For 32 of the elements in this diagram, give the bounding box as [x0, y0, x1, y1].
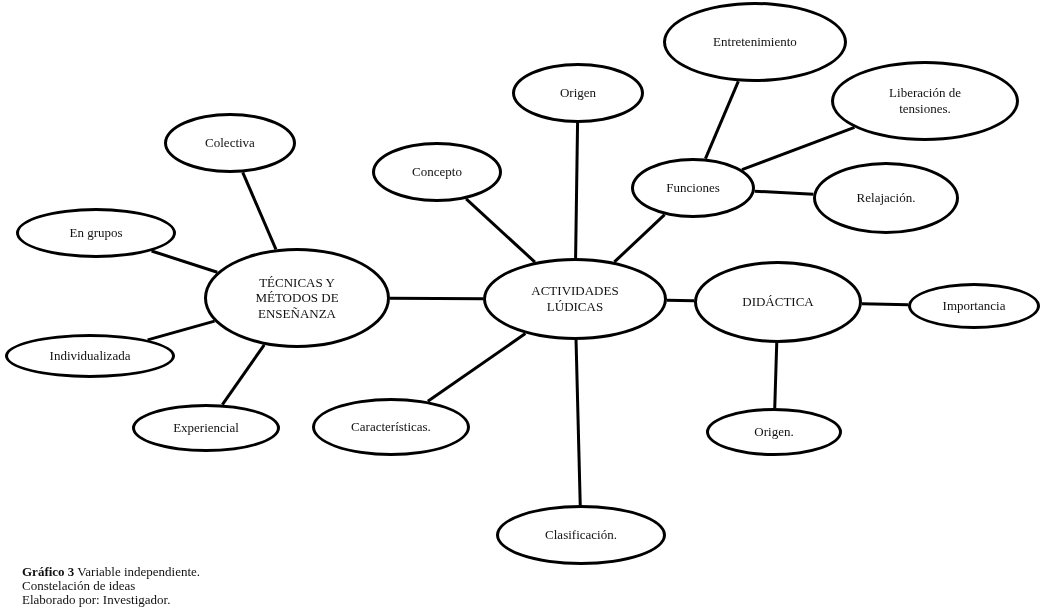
node-label: ACTIVIDADES LÚDICAS	[530, 283, 620, 315]
connector-line	[704, 80, 740, 160]
connector-line	[773, 342, 779, 409]
node-label: En grupos	[69, 225, 123, 241]
caption-note: Elaborado por: Investigador.	[22, 593, 171, 607]
connector-line	[241, 171, 278, 250]
node-label: Características.	[351, 419, 431, 435]
node-label: Origen	[559, 85, 597, 101]
caption-note: Constelación de ideas	[22, 579, 136, 593]
node-label: Importancia	[942, 298, 1006, 314]
node-label: Individualizada	[49, 348, 131, 364]
node-label: Concepto	[412, 164, 462, 180]
connector-line	[754, 189, 814, 196]
figure-caption: Gráfico 3 Variable independiente.	[22, 565, 201, 579]
connector-line	[147, 319, 215, 342]
node-label: Relajación.	[856, 190, 916, 206]
node-label: Entretenimiento	[713, 34, 797, 50]
node-label: Origen.	[754, 424, 794, 440]
connector-line	[574, 122, 580, 259]
connector-line	[741, 126, 855, 172]
connector-line	[666, 298, 695, 303]
node-label: Colectiva	[205, 135, 255, 151]
connector-line	[574, 339, 582, 506]
node-label: Clasificación.	[545, 527, 617, 543]
node-label: Experiencial	[173, 420, 239, 436]
node-label: TÉCNICAS Y MÉTODOS DE ENSEÑANZA	[254, 274, 340, 322]
connector-line	[861, 302, 909, 307]
connector-line	[151, 249, 218, 274]
connector-line	[390, 296, 483, 301]
node-label: DIDÁCTICA	[742, 294, 814, 310]
node-label: Funciones	[666, 180, 720, 196]
node-label: Liberación de tensiones.	[888, 85, 962, 117]
